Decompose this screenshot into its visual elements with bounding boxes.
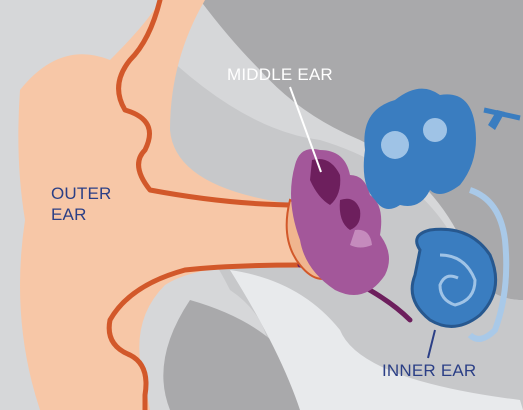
outer-ear-label-line1: OUTER (51, 183, 112, 204)
middle-ear-label: MIDDLE EAR (227, 64, 333, 85)
canal-opening-1 (381, 131, 409, 159)
outer-ear-label-line2: EAR (51, 204, 112, 225)
canal-opening-2 (423, 118, 447, 142)
outer-ear-label: OUTER EAR (51, 183, 112, 225)
inner-ear-label: INNER EAR (382, 360, 476, 381)
